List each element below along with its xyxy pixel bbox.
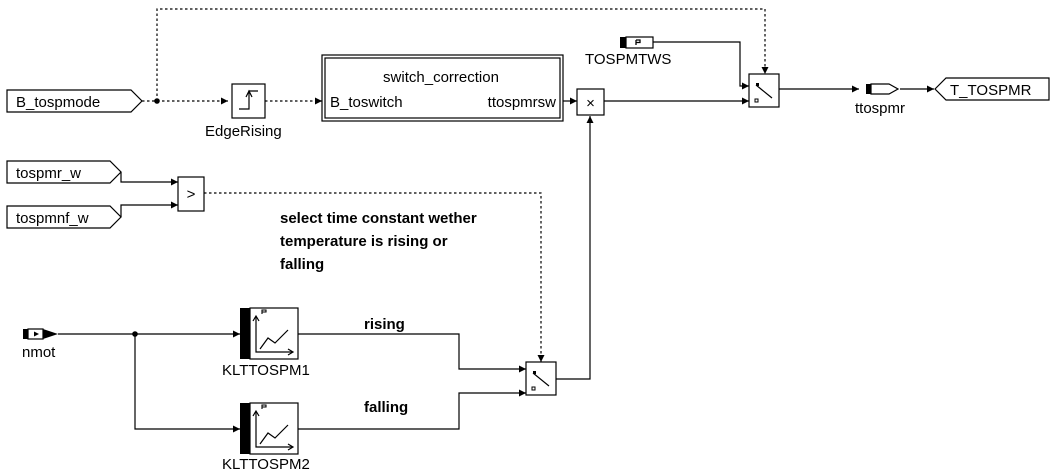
tospmtws-label: TOSPMTWS (585, 51, 671, 68)
lower-switch-block[interactable] (525, 361, 557, 396)
switch-correction-title: switch_correction (383, 69, 499, 86)
rising-edge-icon (239, 90, 258, 110)
map-block-klttospm2[interactable] (240, 402, 299, 455)
ttospmr-signal-marker (866, 83, 900, 95)
product-symbol: × (586, 95, 595, 112)
wire-compare-lower-switch (204, 192, 545, 362)
inport-b-tospmode[interactable]: B_tospmode (6, 89, 143, 113)
tospmtws-parameter[interactable] (620, 36, 654, 49)
wire-lower-switch-product (556, 116, 594, 380)
annotation-text: select time constant wether temperature … (280, 210, 477, 273)
wire-map2-lower-switch (298, 389, 526, 430)
nmot-label: nmot (22, 344, 56, 361)
wire-tospmtws-final-switch (653, 41, 749, 90)
curve-icon (252, 404, 295, 451)
switch-icon (532, 372, 550, 387)
curve-icon (252, 309, 295, 356)
wire-map1-lower-switch (298, 333, 526, 373)
inport-tospmnf-w-label: tospmnf_w (16, 210, 89, 227)
annotation-line-3: falling (280, 256, 324, 273)
inport-b-tospmode-label: B_tospmode (16, 94, 100, 111)
map1-label: KLTTOSPM1 (222, 362, 310, 379)
wire-nmot-map2 (134, 334, 240, 433)
edge-rising-label: EdgeRising (205, 123, 282, 140)
inport-tospmr-w[interactable]: tospmr_w (6, 160, 122, 184)
product-block[interactable]: × (576, 88, 605, 116)
map-block-klttospm1[interactable] (240, 307, 299, 360)
signal-wires (76, 8, 934, 433)
inport-tospmr-w-label: tospmr_w (16, 165, 81, 182)
ttospmr-label: ttospmr (855, 100, 905, 117)
switch-correction-block[interactable]: switch_correction B_toswitch ttospmrsw (321, 54, 564, 122)
falling-label: falling (364, 399, 408, 416)
compare-symbol: > (187, 186, 196, 203)
switch-icon (755, 84, 773, 99)
wire-tospmr-compare (120, 172, 178, 186)
outport-t-tospmr-label: T_TOSPMR (950, 82, 1032, 99)
switch-correction-output-label: ttospmrsw (488, 94, 557, 111)
annotation-line-2: temperature is rising or (280, 233, 448, 250)
branch-dot-nmot (132, 331, 138, 337)
annotation-line-1: select time constant wether (280, 210, 477, 227)
compare-block[interactable]: > (177, 176, 205, 212)
inport-tospmnf-w[interactable]: tospmnf_w (6, 205, 122, 229)
rising-label: rising (364, 316, 405, 333)
final-switch-block[interactable] (748, 73, 780, 108)
outport-t-tospmr[interactable]: T_TOSPMR (934, 77, 1050, 101)
nmot-input-port[interactable] (23, 328, 76, 340)
wire-tospmnf-compare (120, 201, 178, 217)
wire-btospmode-to-final-switch (156, 8, 769, 101)
branch-dot-btospmode (154, 98, 160, 104)
edge-rising-block[interactable] (231, 83, 266, 119)
map2-label: KLTTOSPM2 (222, 456, 310, 473)
switch-correction-input-label: B_toswitch (330, 94, 403, 111)
